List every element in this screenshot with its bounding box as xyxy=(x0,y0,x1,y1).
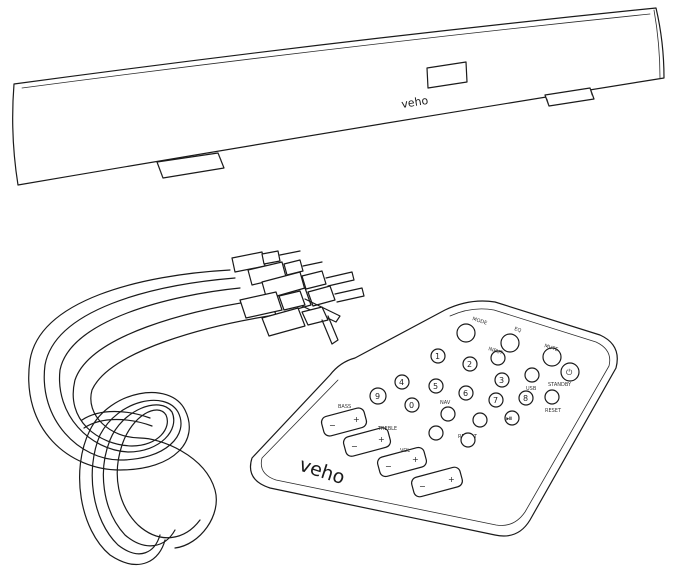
svg-text:+: + xyxy=(448,475,455,484)
svg-text:−: − xyxy=(351,442,358,451)
remote-key-4[interactable] xyxy=(394,374,410,390)
remote-inner-edge xyxy=(260,308,611,526)
remote-mode-button[interactable] xyxy=(456,323,476,343)
cable-coil-1 xyxy=(28,269,231,565)
remote-key-9[interactable] xyxy=(369,387,387,405)
svg-text:−: − xyxy=(385,462,392,471)
remote-nav-button[interactable] xyxy=(440,406,456,422)
soundbar-body xyxy=(12,7,665,186)
remote-nav-label: NAV xyxy=(440,400,451,406)
remote-key-5[interactable] xyxy=(428,378,444,394)
cable-coil-5 xyxy=(90,314,276,549)
cable-coil-4 xyxy=(72,299,261,539)
remote-usb-label: USB xyxy=(526,386,537,392)
remote-treble-rocker[interactable]: − + TREBLE xyxy=(342,426,397,458)
soundbar-display xyxy=(426,61,468,89)
remote-key-0[interactable] xyxy=(404,397,420,413)
remote-bass-label: BASS xyxy=(338,404,351,410)
svg-text:7: 7 xyxy=(493,396,498,405)
cable-coil-2 xyxy=(43,277,236,555)
remote-mute-label: MUTE xyxy=(543,343,558,353)
svg-text:2: 2 xyxy=(467,360,472,369)
remote-key-7[interactable] xyxy=(488,392,504,408)
remote-input-button[interactable] xyxy=(490,350,506,366)
remote-bass-rocker[interactable]: − + BASS xyxy=(320,404,368,437)
svg-text:+: + xyxy=(378,435,385,444)
svg-text:+: + xyxy=(353,415,360,424)
play-pause-icon: ⏯ xyxy=(506,414,512,423)
svg-text:−: − xyxy=(329,421,336,430)
remote-mode-label: MODE xyxy=(471,316,487,326)
remote-control: MODE EQ INPUT MUTE 1 2 3 USB ⏻ STANDBY 4… xyxy=(249,300,618,537)
remote-next-button[interactable] xyxy=(504,410,520,426)
soundbar-foot-right xyxy=(544,87,595,107)
remote-mute-button[interactable] xyxy=(542,347,562,367)
svg-text:5: 5 xyxy=(433,382,438,391)
remote-input-label: INPUT xyxy=(487,346,504,357)
remote-key-8[interactable] xyxy=(518,390,534,406)
svg-text:3: 3 xyxy=(499,376,504,385)
soundbar-end-cap xyxy=(653,9,661,79)
rca-cable xyxy=(28,250,365,565)
remote-key-2[interactable] xyxy=(462,356,478,372)
soundbar-logo: veho xyxy=(400,94,429,111)
svg-text:9: 9 xyxy=(375,392,380,401)
soundbar-top-edge xyxy=(21,13,651,89)
power-icon: ⏻ xyxy=(566,368,573,377)
remote-treble-label: TREBLE xyxy=(377,426,397,432)
remote-shuffle-button[interactable] xyxy=(460,432,476,448)
svg-text:4: 4 xyxy=(399,378,404,387)
remote-eq-button[interactable] xyxy=(500,333,520,353)
remote-volume-label: VOL xyxy=(400,448,410,454)
remote-repeat-button[interactable] xyxy=(428,425,444,441)
remote-key-1[interactable] xyxy=(430,348,446,364)
soundbar: veho xyxy=(12,7,665,186)
remote-key-3[interactable] xyxy=(494,372,510,388)
svg-text:1: 1 xyxy=(435,352,440,361)
remote-prev-button[interactable] xyxy=(472,412,488,428)
remote-standby-label: STANDBY xyxy=(548,382,572,388)
remote-reset-button[interactable] xyxy=(544,389,560,405)
cable-tie xyxy=(81,410,153,429)
remote-reset-label: RESET xyxy=(545,408,562,414)
remote-input-rocker[interactable]: − + xyxy=(410,466,463,498)
cable-coil-3 xyxy=(58,287,241,547)
svg-text:6: 6 xyxy=(463,389,468,398)
svg-text:8: 8 xyxy=(523,394,528,403)
remote-key-6[interactable] xyxy=(458,385,474,401)
remote-volume-rocker[interactable]: − + VOL xyxy=(376,446,428,478)
remote-usb-button[interactable] xyxy=(524,367,540,383)
soundbar-foot-left xyxy=(156,152,225,179)
remote-standby-button[interactable] xyxy=(560,362,580,382)
remote-eq-label: EQ xyxy=(513,326,522,334)
rca-plug-1 xyxy=(231,250,301,273)
svg-text:+: + xyxy=(412,455,419,464)
svg-text:−: − xyxy=(419,482,426,491)
svg-text:0: 0 xyxy=(409,401,414,410)
remote-body xyxy=(249,300,618,537)
rca-plug-6 xyxy=(261,306,339,345)
